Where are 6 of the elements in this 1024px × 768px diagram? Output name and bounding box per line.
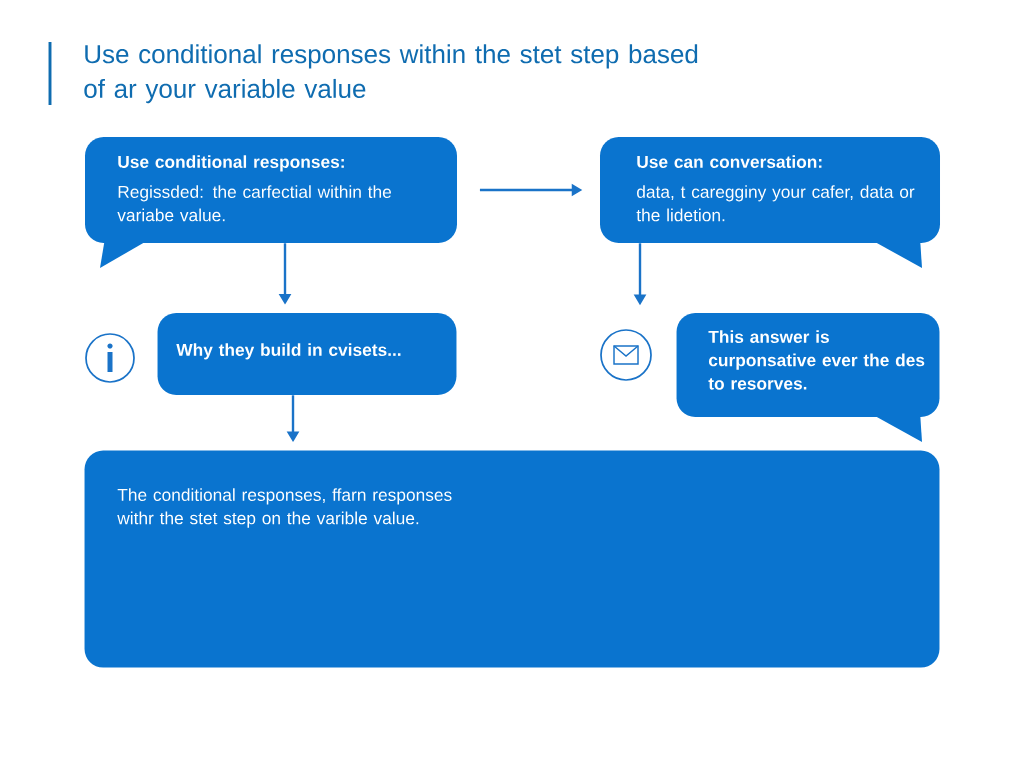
process-box: The conditional responses, ffarn responses withr the stet step on the varible value. — [84, 450, 940, 668]
title: Use conditional responses within the stet step based of ar your variable value — [84, 44, 698, 104]
process-box: Why they build in cvisets... — [157, 313, 457, 395]
speech-bubble: This answer is curponsative ever the des to resorves. — [676, 313, 940, 442]
speech-bubble: Use can conversation: data, t caregginy your cafer, data or the lidetion. — [600, 137, 940, 268]
speech-bubble: Use conditional responses: Regissded: the carfectial within the variabe value. — [85, 137, 457, 268]
